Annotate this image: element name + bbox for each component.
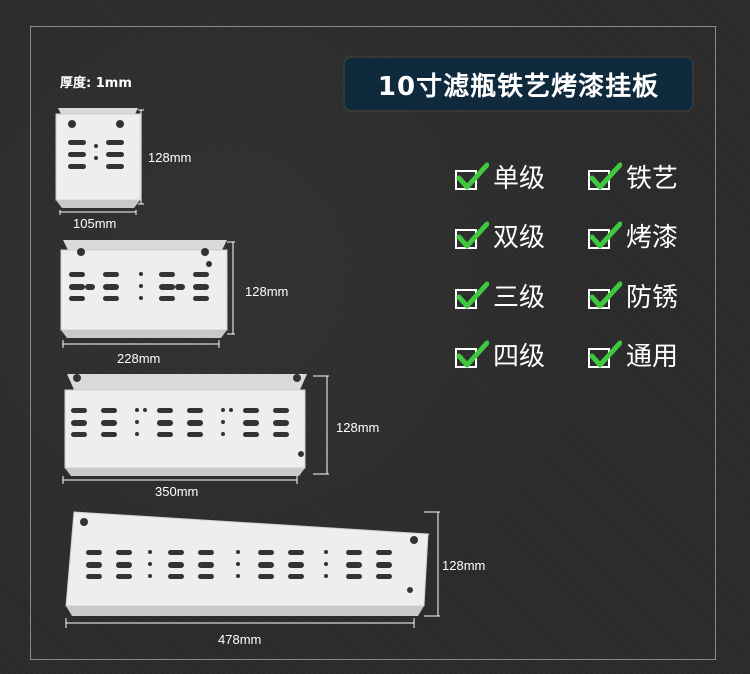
panel-2-width-label: 228mm — [117, 351, 161, 366]
check-icon — [588, 340, 622, 368]
feature-baking-paint: 烤漆 — [588, 217, 678, 254]
feature-universal: 通用 — [588, 336, 678, 373]
panel-3-height-label: 128mm — [336, 420, 380, 435]
panel-1-width-label: 105mm — [73, 216, 117, 231]
panel-1-height-label: 128mm — [148, 150, 192, 165]
feature-rust-proof: 防锈 — [588, 277, 678, 314]
check-icon — [455, 221, 489, 249]
panel-4-height-label: 128mm — [442, 558, 486, 573]
feature-quad-stage: 四级 — [455, 336, 545, 373]
feature-label: 通用 — [626, 342, 679, 372]
feature-label: 双级 — [493, 223, 546, 253]
thickness-label: 厚度: 1mm — [60, 76, 132, 91]
feature-label: 四级 — [493, 342, 546, 372]
bracket-panel-4 — [65, 511, 440, 628]
feature-double-stage: 双级 — [455, 217, 545, 254]
feature-iron-art: 铁艺 — [588, 158, 678, 195]
panel-2-height-label: 128mm — [245, 284, 289, 299]
check-icon — [455, 340, 489, 368]
feature-single-stage: 单级 — [455, 158, 545, 195]
feature-label: 铁艺 — [626, 164, 679, 194]
check-icon — [455, 162, 489, 190]
feature-label: 单级 — [493, 164, 546, 194]
feature-triple-stage: 三级 — [455, 277, 545, 314]
bracket-panel-3 — [62, 374, 329, 484]
check-icon — [455, 281, 489, 309]
bracket-panel-2 — [60, 240, 235, 348]
check-icon — [588, 162, 622, 190]
panel-4-width-label: 478mm — [218, 632, 262, 647]
feature-label: 三级 — [493, 283, 546, 313]
page-title: 10寸滤瓶铁艺烤漆挂板 — [377, 71, 660, 102]
feature-label: 烤漆 — [626, 223, 679, 253]
feature-label: 防锈 — [626, 283, 679, 313]
panel-3-width-label: 350mm — [155, 484, 199, 499]
bracket-panel-1 — [55, 108, 144, 215]
check-icon — [588, 281, 622, 309]
title-banner: 10寸滤瓶铁艺烤漆挂板 — [345, 58, 692, 110]
check-icon — [588, 221, 622, 249]
border-frame — [30, 26, 716, 660]
